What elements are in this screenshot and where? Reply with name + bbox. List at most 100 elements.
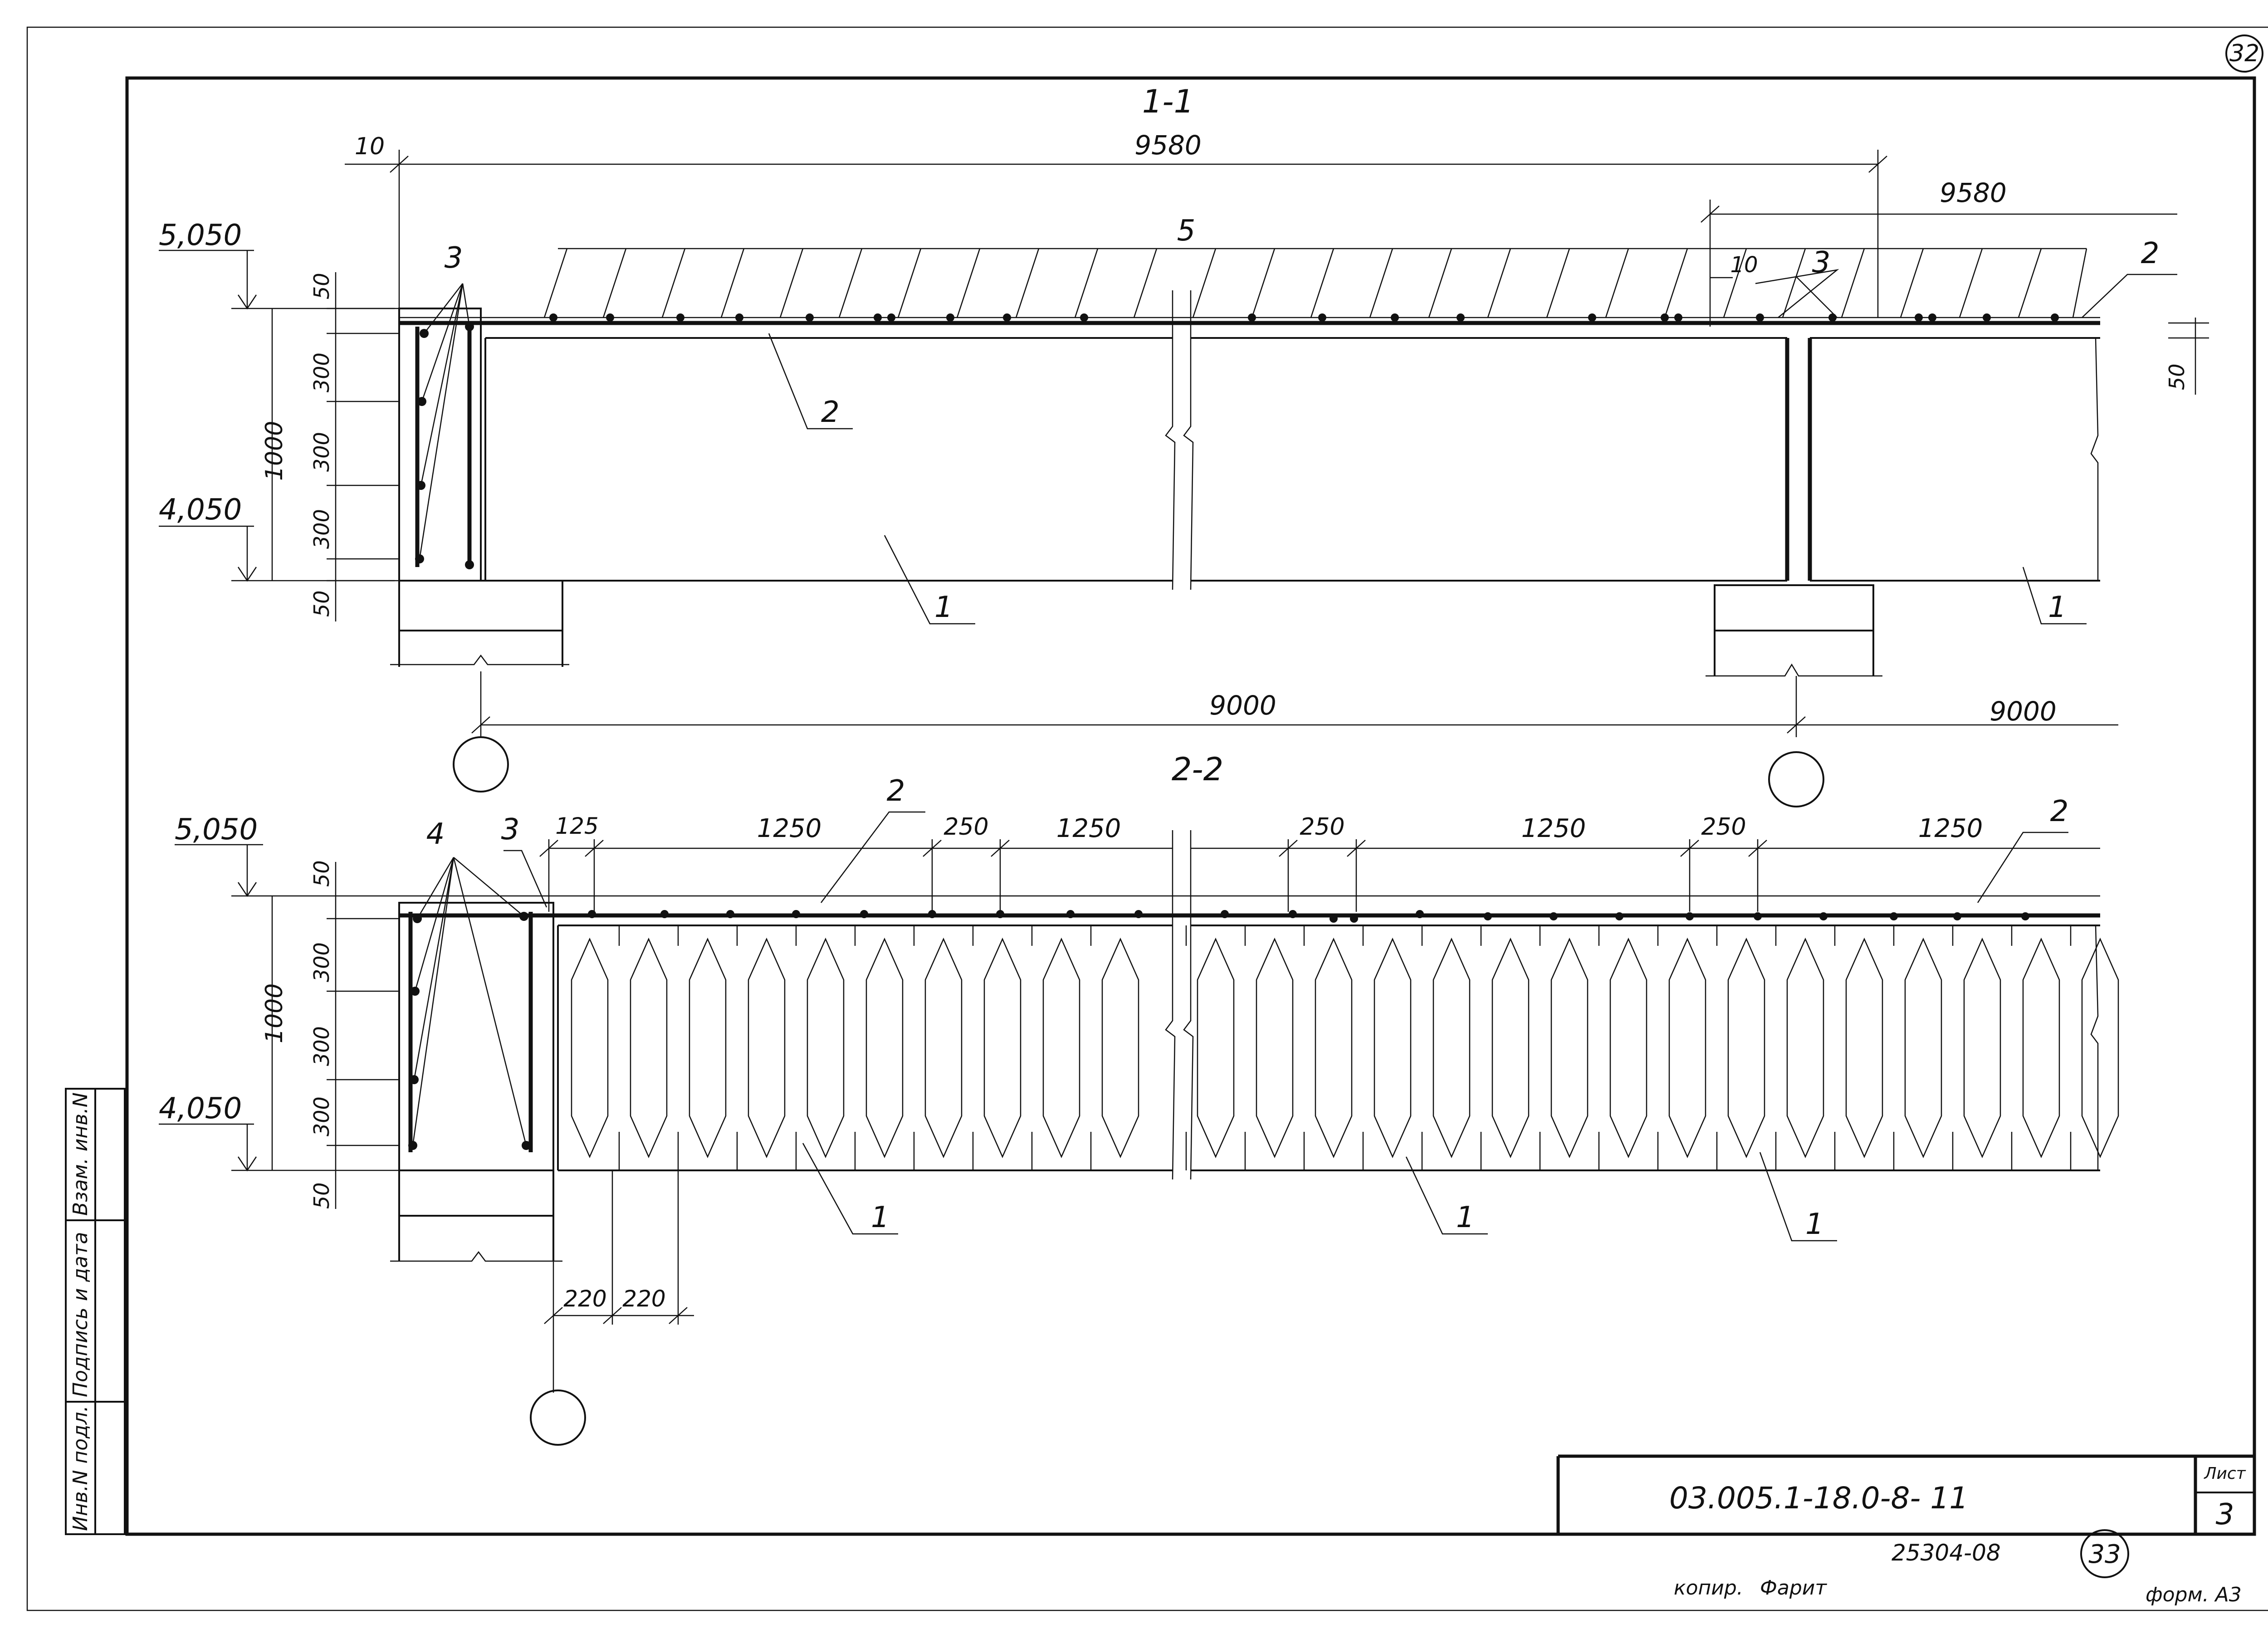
s2-callout-2-b: 2 <box>2050 795 2069 828</box>
hollow-core <box>983 937 1022 1159</box>
hollow-core <box>1668 937 1706 1159</box>
s1-vdim-300-b: 300 <box>309 432 334 472</box>
hollow-core <box>1491 937 1530 1159</box>
s2-dim-1250-a: 1250 <box>757 814 822 843</box>
hollow-core <box>1845 937 1883 1159</box>
s1-axis-bubble-left <box>453 736 509 793</box>
s2-elev-bottom: 4,050 <box>159 1092 242 1125</box>
title-block-sheet-value: 3 <box>2216 1498 2234 1531</box>
hollow-core <box>571 937 609 1159</box>
stamp-inv-label: Инв.N подл. <box>69 1405 92 1531</box>
s1-dim-9580-b: 9580 <box>1940 177 2007 208</box>
section-1-1: 1-1 10 9580 9580 10 5,050 4,050 <box>159 83 2209 807</box>
s1-vdim-1000: 1000 <box>261 421 288 481</box>
s1-vdim-50-right: 50 <box>2165 363 2189 390</box>
s2-vdim-300-c: 300 <box>309 1096 334 1136</box>
s1-elev-bottom: 4,050 <box>159 493 242 527</box>
s1-vdim-300-a: 300 <box>309 352 334 392</box>
s1-axis-dim-9000-b: 9000 <box>1989 696 2057 727</box>
hollow-core <box>2081 937 2119 1159</box>
hollow-core <box>1550 937 1589 1159</box>
s1-rebar-dots <box>549 313 2059 322</box>
outer-border <box>26 26 2268 1611</box>
s1-vdim-50-top: 50 <box>309 273 334 299</box>
s1-callout-2-a: 2 <box>821 396 840 429</box>
s1-axis-dim-9000-a: 9000 <box>1209 690 1276 721</box>
s2-callout-4-leaders <box>412 857 527 1146</box>
s1-callout-5: 5 <box>1177 214 1196 248</box>
s2-callout-4: 4 <box>426 817 445 851</box>
s2-callout-1-b: 1 <box>1456 1201 1475 1234</box>
s2-vdim-1000: 1000 <box>261 983 288 1043</box>
hollow-core <box>1727 937 1765 1159</box>
s2-vdim-300-b: 300 <box>309 1026 334 1066</box>
sheet-number-circle-top <box>2225 34 2263 73</box>
s2-callout-1-a: 1 <box>871 1201 890 1234</box>
hollow-core <box>1315 937 1353 1159</box>
section-1-title: 1-1 <box>1142 83 1194 120</box>
hollow-core <box>1432 937 1471 1159</box>
s2-dim-250-b: 250 <box>1300 813 1344 841</box>
hollow-core <box>1963 937 2001 1159</box>
hollow-core <box>630 937 668 1159</box>
stamp-replace-label: Взам. инв.N <box>69 1092 92 1216</box>
section-2-2: 2-2 125 1250 250 1250 250 1250 250 1250 … <box>159 751 2119 1446</box>
s1-axis-bubble-right <box>1768 751 1824 807</box>
s2-dim-1250-b: 1250 <box>1056 814 1121 843</box>
drawing-frame <box>125 76 2256 1536</box>
side-stamp: Инв.N подл. Подпись и дата Взам. инв.N <box>65 1088 126 1535</box>
hollow-core <box>1786 937 1824 1159</box>
s1-dim-10-left: 10 <box>355 133 385 160</box>
s1-callout-3-leaders <box>419 283 470 559</box>
s1-callout-1-a: 1 <box>934 591 953 624</box>
hollow-core <box>1101 937 1139 1159</box>
hollow-core <box>1256 937 1294 1159</box>
hollow-core <box>1904 937 1942 1159</box>
s2-callout-1-c: 1 <box>1805 1208 1824 1241</box>
s2-dim-250-c: 250 <box>1701 813 1746 841</box>
hollow-core <box>807 937 845 1159</box>
s2-dim-220-b: 220 <box>622 1286 665 1312</box>
s1-callout-3-left: 3 <box>445 241 463 275</box>
s1-dim-9580-a: 9580 <box>1134 130 1202 161</box>
title-block: 03.005.1-18.0-8- 11 Лист 3 <box>1556 1454 2254 1534</box>
footer-number: 25304-08 <box>1892 1540 2001 1566</box>
sheet-number-bottom: 33 <box>2088 1540 2121 1569</box>
s1-topping-hatch <box>543 248 2087 318</box>
hollow-core <box>1609 937 1647 1159</box>
title-block-sheet-label: Лист <box>2203 1464 2246 1483</box>
s2-rebar-dots <box>588 910 2029 923</box>
s2-dim-220-a: 220 <box>563 1286 606 1312</box>
s1-callout-3-right: 3 <box>1812 246 1831 279</box>
hollow-core <box>1374 937 1412 1159</box>
s2-elev-top: 5,050 <box>175 813 258 846</box>
s2-callout-3: 3 <box>501 813 520 846</box>
hollow-core <box>865 937 904 1159</box>
sheet-number-top: 32 <box>2229 40 2259 67</box>
footer-format: форм. А3 <box>2146 1583 2242 1606</box>
s1-break-line <box>1165 290 1176 590</box>
hollow-core <box>2022 937 2060 1159</box>
s1-callout-2-b: 2 <box>2141 237 2160 270</box>
s2-break-line <box>1165 830 1176 1180</box>
hollow-core <box>689 937 727 1159</box>
s2-vdim-50-bottom: 50 <box>309 1182 334 1209</box>
s1-callout-1-b: 1 <box>2048 591 2067 624</box>
s1-elev-top: 5,050 <box>159 219 242 252</box>
footer-copy-label: копир. <box>1674 1576 1743 1600</box>
s2-hollow-cores <box>571 925 2119 1170</box>
s2-axis-bubble <box>530 1389 586 1446</box>
section-2-title: 2-2 <box>1172 751 1223 788</box>
hollow-core <box>1197 937 1235 1159</box>
stamp-sign-label: Подпись и дата <box>69 1232 92 1397</box>
s2-vdim-50-top: 50 <box>309 860 334 887</box>
hollow-core <box>924 937 963 1159</box>
s1-vdim-300-c: 300 <box>309 509 334 549</box>
s2-dim-250-a: 250 <box>943 813 988 841</box>
s2-dim-1250-d: 1250 <box>1918 814 1983 843</box>
s2-dim-125: 125 <box>555 813 598 839</box>
title-block-code: 03.005.1-18.0-8- 11 <box>1669 1481 1968 1516</box>
s2-dim-1250-c: 1250 <box>1521 814 1586 843</box>
s2-vdim-300-a: 300 <box>309 942 334 982</box>
